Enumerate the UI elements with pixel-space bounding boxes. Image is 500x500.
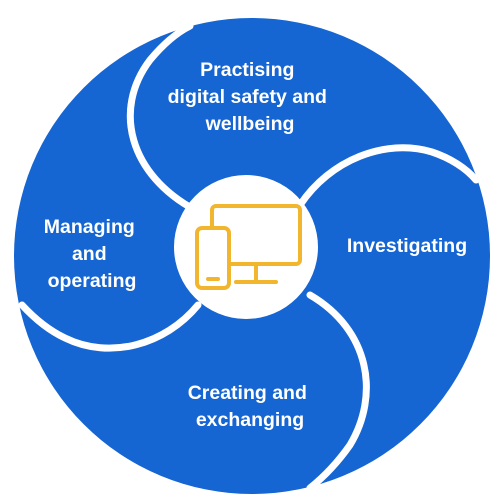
segment-left-line-1: Managing — [44, 216, 135, 238]
segment-label-right: Investigating — [347, 235, 467, 257]
segment-left-line-2: and — [72, 243, 107, 265]
phone-icon — [195, 226, 231, 290]
segment-bottom-line-2: exchanging — [196, 409, 304, 431]
computer-and-phone-icon — [195, 204, 302, 290]
segment-bottom-line-1: Creating and — [188, 382, 307, 404]
divider-bottom-right — [306, 291, 370, 492]
segment-right-line-1: Investigating — [347, 235, 467, 257]
segment-top-line-3: wellbeing — [205, 113, 295, 135]
divider-bottom-left — [18, 301, 202, 352]
segment-top-line-1: Practising — [200, 59, 294, 81]
divider-top-left — [126, 22, 199, 214]
divider-top-right — [296, 144, 480, 209]
segment-label-left: Managing and operating — [44, 216, 140, 292]
segment-label-top: Practising digital safety and wellbeing — [168, 59, 333, 135]
segment-left-line-3: operating — [48, 270, 137, 292]
segment-label-bottom: Creating and exchanging — [188, 382, 313, 431]
segment-top-line-2: digital safety and — [168, 86, 327, 108]
segment-dividers — [18, 22, 480, 492]
